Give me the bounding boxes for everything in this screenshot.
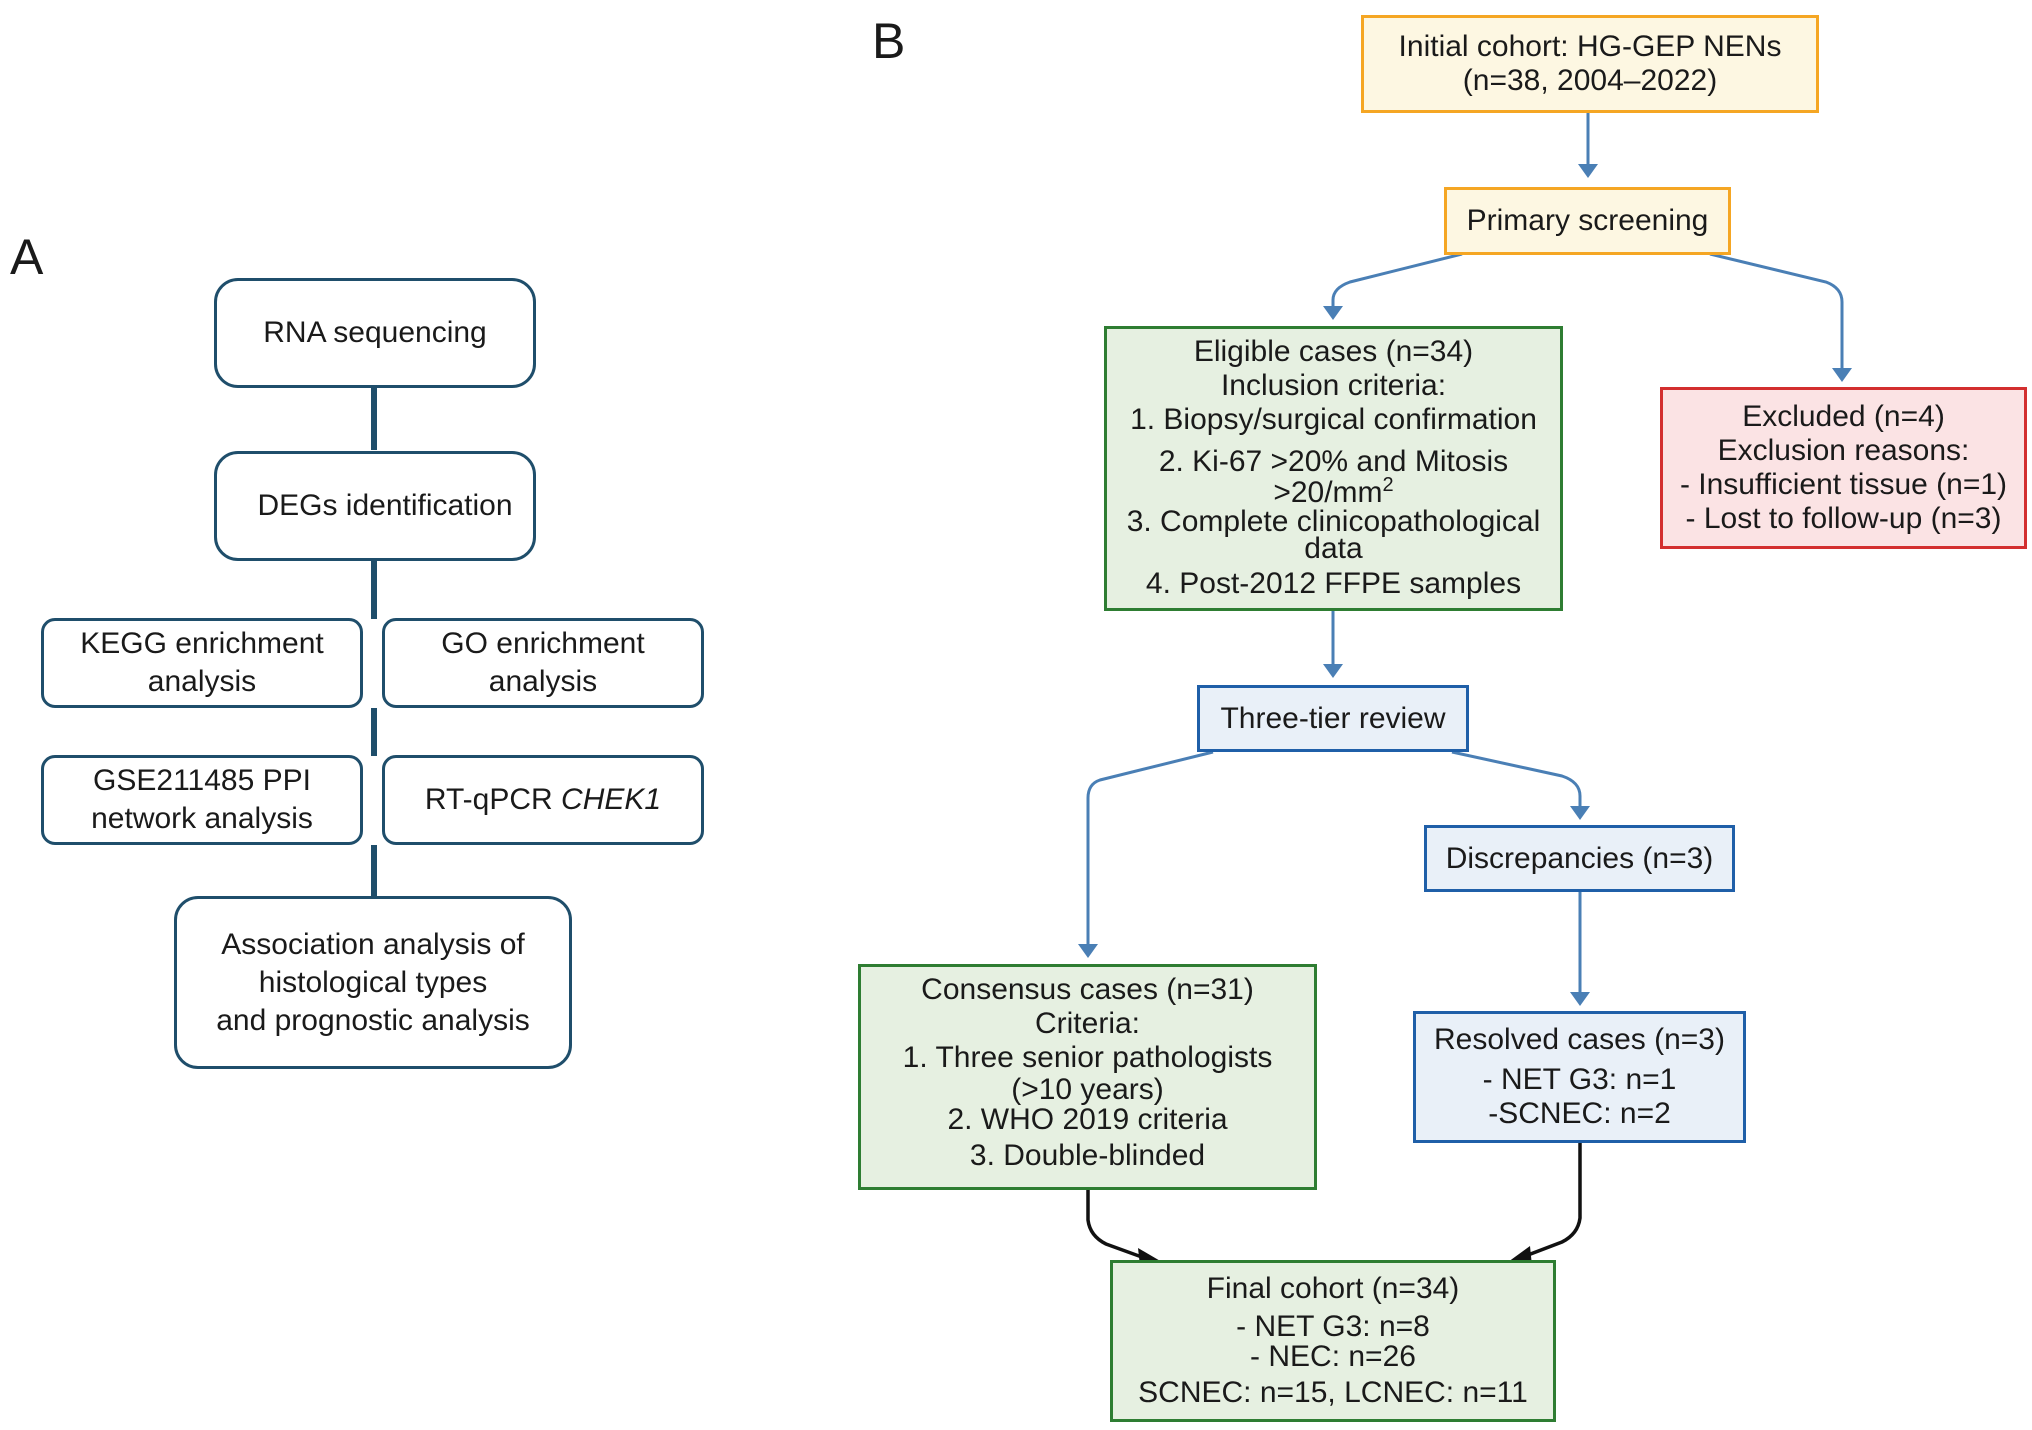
eligible-criterion-1: 1. Biopsy/surgical confirmation — [1130, 403, 1537, 436]
final-cohort-box: Final cohort (n=34) - NET G3: n=8 - NEC:… — [1110, 1260, 1556, 1422]
resolved-line-1: - NET G3: n=1 — [1482, 1063, 1677, 1096]
eligible-criterion-4: 4. Post-2012 FFPE samples — [1145, 567, 1522, 600]
arrow-a-3 — [371, 708, 377, 756]
eligible-criterion-2b: >20/mm2 — [1273, 475, 1393, 509]
rna-sequencing-box: RNA sequencing — [214, 278, 536, 388]
eligible-criterion-2a: 2. Ki-67 >20% and Mitosis — [1158, 445, 1509, 478]
consensus-criterion-1a: 1. Three senior pathologists — [902, 1041, 1273, 1074]
consensus-criterion-2: 2. WHO 2019 criteria — [947, 1103, 1228, 1136]
connector-primary-excluded — [1709, 252, 1844, 372]
arrow-a-1 — [371, 388, 377, 450]
rna-sequencing-label: RNA sequencing — [263, 316, 487, 349]
rtqpcr-gene: CHEK1 — [561, 783, 662, 816]
excluded-reason-1: - Insufficient tissue (n=1) — [1679, 468, 2008, 501]
eligible-criterion-3b: data — [1304, 532, 1363, 565]
eligible-cases-box: Eligible cases (n=34) Inclusion criteria… — [1104, 326, 1563, 611]
arrowhead-resolved — [1570, 992, 1590, 1006]
consensus-criterion-1b: (>10 years) — [1011, 1073, 1164, 1106]
eligible-criterion-3a: 3. Complete clinicopathological — [1126, 505, 1541, 538]
resolved-title: Resolved cases (n=3) — [1434, 1023, 1725, 1056]
final-title: Final cohort (n=34) — [1206, 1272, 1460, 1305]
final-line-1: - NET G3: n=8 — [1236, 1310, 1430, 1343]
panel-label-a: A — [10, 229, 44, 285]
panel-label-b: B — [872, 13, 906, 69]
go-line-2: analysis — [488, 665, 598, 698]
arrowhead-threetier — [1323, 664, 1343, 678]
consensus-title: Consensus cases (n=31) — [921, 973, 1254, 1006]
connector-consensus-final — [1086, 1190, 1151, 1262]
final-line-3: SCNEC: n=15, LCNEC: n=11 — [1138, 1376, 1528, 1409]
consensus-criterion-3: 3. Double-blinded — [969, 1139, 1206, 1172]
initial-line-1: Initial cohort: HG-GEP NENs — [1398, 30, 1782, 63]
association-analysis-box: Association analysis of histological typ… — [174, 896, 572, 1069]
resolved-line-2: -SCNEC: n=2 — [1488, 1097, 1671, 1130]
discrepancies-box: Discrepancies (n=3) — [1424, 825, 1735, 892]
kegg-line-1: KEGG enrichment — [80, 627, 324, 660]
go-enrichment-box: GO enrichment analysis — [382, 618, 704, 708]
excluded-subtitle: Exclusion reasons: — [1717, 434, 1970, 467]
three-tier-review-box: Three-tier review — [1197, 685, 1469, 752]
final-line-2: - NEC: n=26 — [1250, 1340, 1416, 1373]
eligible-criterion-2b-text: >20/mm — [1273, 476, 1383, 509]
eligible-title: Eligible cases (n=34) — [1193, 335, 1474, 368]
initial-cohort-box: Initial cohort: HG-GEP NENs (n=38, 2004–… — [1361, 15, 1819, 113]
initial-line-2: (n=38, 2004–2022) — [1462, 64, 1718, 97]
arrow-a-4 — [371, 845, 377, 897]
arrowhead-primary — [1578, 164, 1598, 178]
go-line-1: GO enrichment — [441, 627, 645, 660]
arrowhead-eligible — [1323, 306, 1343, 320]
assoc-line-2: histological types — [258, 965, 488, 999]
connector-primary-eligible — [1331, 252, 1463, 308]
arrowhead-excluded — [1832, 368, 1852, 382]
three-tier-label: Three-tier review — [1220, 701, 1446, 735]
excluded-box: Excluded (n=4) Exclusion reasons: - Insu… — [1660, 387, 2027, 549]
arrowhead-discrepancies — [1570, 806, 1590, 820]
assoc-line-3: and prognostic analysis — [216, 1003, 530, 1037]
excluded-title: Excluded (n=4) — [1742, 400, 1945, 433]
connector-threetier-consensus — [1086, 750, 1214, 946]
primary-screening-box: Primary screening — [1444, 187, 1731, 255]
kegg-line-2: analysis — [147, 665, 257, 698]
discrepancies-label: Discrepancies (n=3) — [1445, 841, 1714, 875]
eligible-criterion-2b-sup: 2 — [1382, 474, 1394, 496]
excluded-reason-2: - Lost to follow-up (n=3) — [1685, 502, 2002, 535]
kegg-enrichment-box: KEGG enrichment analysis — [41, 618, 363, 708]
eligible-subtitle: Inclusion criteria: — [1220, 369, 1447, 402]
arrow-a-2 — [371, 561, 377, 619]
gse-line-2: network analysis — [91, 802, 313, 835]
gse-line-1: GSE211485 PPI — [93, 764, 311, 797]
connector-threetier-discrepancies — [1451, 750, 1582, 810]
consensus-subtitle: Criteria: — [1034, 1007, 1140, 1040]
degs-identification-box: DEGs identification — [214, 451, 536, 561]
gse-ppi-box: GSE211485 PPI network analysis — [41, 755, 363, 845]
rtqpcr-text: RT-qPCR — [424, 783, 562, 816]
consensus-cases-box: Consensus cases (n=31) Criteria: 1. Thre… — [858, 964, 1317, 1190]
degs-identification-label: DEGs identification — [257, 489, 513, 522]
resolved-cases-box: Resolved cases (n=3) - NET G3: n=1 -SCNE… — [1413, 1011, 1746, 1143]
arrowhead-consensus — [1078, 944, 1098, 958]
assoc-line-1: Association analysis of — [221, 927, 525, 961]
rtqpcr-label: RT-qPCR CHEK1 — [425, 781, 661, 819]
rtqpcr-box: RT-qPCR CHEK1 — [382, 755, 704, 845]
primary-screening-label: Primary screening — [1466, 204, 1709, 237]
connector-resolved-final — [1519, 1143, 1582, 1260]
